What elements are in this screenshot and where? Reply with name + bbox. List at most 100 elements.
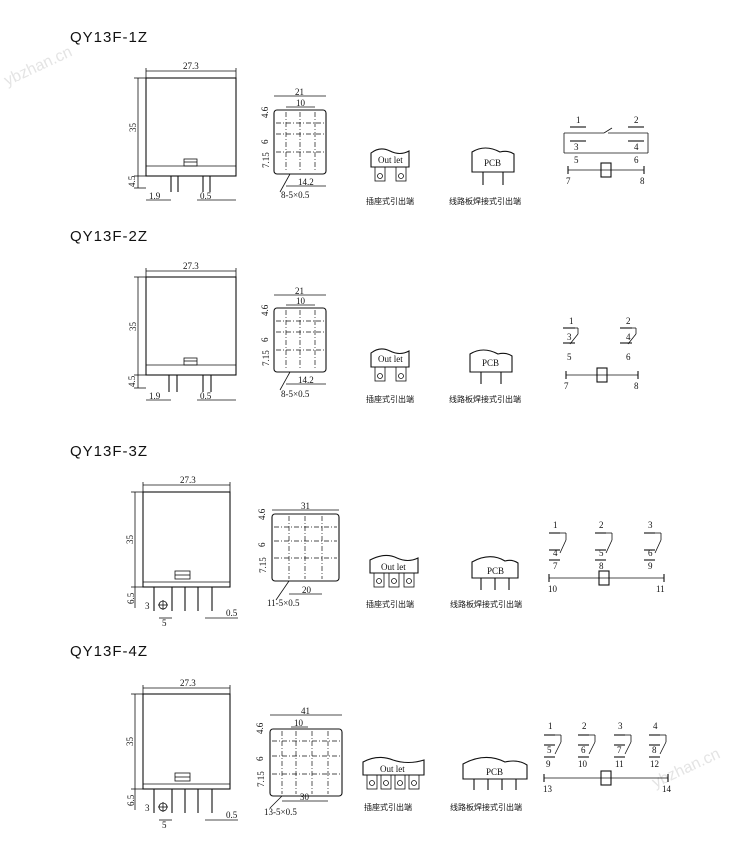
pin-label: 1 <box>548 721 553 731</box>
pcb-diagram: PCB 线路板焊接式引出端 <box>450 756 528 812</box>
dim-top-r2: 6 <box>260 139 270 144</box>
pcb-diagram: PCB 线路板焊接式引出端 <box>449 349 521 404</box>
top-view: 41 10 4.6 6 7.15 30 13-5×0.5 <box>255 706 343 817</box>
pcb-caption: 线路板焊接式引出端 <box>450 802 522 812</box>
outlet-caption: 插座式引出端 <box>366 394 414 404</box>
dim-bottom: 4.5 <box>127 375 137 387</box>
outlet-caption: 插座式引出端 <box>366 196 414 206</box>
section-3z-drawings: 27.3 35 6.5 3 5 0.5 31 <box>125 475 665 628</box>
dim-pin-offset: 3 <box>145 601 150 611</box>
pin-label: 3 <box>574 142 579 152</box>
pcb-label: PCB <box>487 566 504 576</box>
dim-width: 27.3 <box>183 61 199 71</box>
pin-label: 4 <box>653 721 658 731</box>
side-view: 27.3 35 6.5 3 5 0.5 <box>125 475 238 628</box>
dim-top-width: 31 <box>301 501 310 511</box>
pin-label: 2 <box>599 520 604 530</box>
dim-top-r1: 4.6 <box>260 304 270 316</box>
section-4z-drawings: 27.3 35 6.5 3 5 0.5 41 10 <box>125 678 672 830</box>
pin-label: 7 <box>553 561 558 571</box>
pin-label: 4 <box>626 332 631 342</box>
dim-side: 5 <box>162 820 167 830</box>
pin-label: 8 <box>634 381 639 391</box>
pin-label: 11 <box>656 584 665 594</box>
dim-pin-width: 0.5 <box>200 191 212 201</box>
dim-width: 27.3 <box>183 261 199 271</box>
dim-top-r1: 4.6 <box>255 722 265 734</box>
dim-width: 27.3 <box>180 475 196 485</box>
pin-label: 9 <box>546 759 551 769</box>
dim-top-r1: 4.6 <box>260 106 270 118</box>
pin-label: 3 <box>648 520 653 530</box>
pin-label: 1 <box>553 520 558 530</box>
dim-holes: 8-5×0.5 <box>281 389 310 399</box>
outlet-diagram: Out let 插座式引出端 <box>366 148 414 206</box>
dim-pin-offset: 3 <box>145 803 150 813</box>
pin-label: 5 <box>599 548 604 558</box>
dim-top-bottom: 14.2 <box>298 375 314 385</box>
pin-label: 8 <box>652 745 657 755</box>
dim-top-inner: 10 <box>296 296 306 306</box>
dim-width: 27.3 <box>180 678 196 688</box>
pin-label: 6 <box>648 548 653 558</box>
pcb-label: PCB <box>482 358 499 368</box>
pin-label: 6 <box>634 155 639 165</box>
dim-holes: 8-5×0.5 <box>281 190 310 200</box>
pin-label: 13 <box>543 784 553 794</box>
outlet-label: Out let <box>378 155 403 165</box>
pin-label: 7 <box>617 745 622 755</box>
pcb-caption: 线路板焊接式引出端 <box>450 599 522 609</box>
pcb-caption: 线路板焊接式引出端 <box>449 196 521 206</box>
pcb-caption: 线路板焊接式引出端 <box>449 394 521 404</box>
outlet-caption: 插座式引出端 <box>366 599 414 609</box>
dim-holes: 13-5×0.5 <box>264 807 297 817</box>
side-view: 27.3 35 4.5 1.9 0.5 <box>127 261 237 401</box>
dim-top-width: 41 <box>301 706 310 716</box>
dim-top-inner: 10 <box>294 718 304 728</box>
pin-label: 5 <box>574 155 579 165</box>
top-view: 21 10 4.6 6 7.15 14.2 8-5×0.5 <box>260 286 327 399</box>
pin-label: 10 <box>548 584 558 594</box>
dim-top-width: 21 <box>295 87 304 97</box>
dim-top-r3: 7.15 <box>261 350 271 366</box>
dim-top-bottom: 30 <box>300 792 310 802</box>
dim-height: 35 <box>125 535 135 545</box>
pin-label: 14 <box>662 784 672 794</box>
dim-top-bottom: 20 <box>302 585 312 595</box>
dim-top-r3: 7.15 <box>258 557 268 573</box>
section-title-4z: QY13F-4Z <box>70 643 149 660</box>
outlet-label: Out let <box>381 562 406 572</box>
dim-bottom: 4.5 <box>127 175 137 187</box>
outlet-diagram: Out let 插座式引出端 <box>366 348 414 404</box>
pin-label: 2 <box>626 316 631 326</box>
outlet-diagram: Out let 插座式引出端 <box>366 554 419 609</box>
pin-label: 8 <box>640 176 645 186</box>
pcb-label: PCB <box>484 158 501 168</box>
dim-holes: 11-5×0.5 <box>267 598 300 608</box>
section-title-2z: QY13F-2Z <box>70 228 149 245</box>
pin-label: 9 <box>648 561 653 571</box>
section-2z-drawings: 27.3 35 4.5 1.9 0.5 21 10 <box>127 261 639 404</box>
pin-label: 6 <box>626 352 631 362</box>
dim-pin-width: 0.5 <box>200 391 212 401</box>
dim-top-r3: 7.15 <box>256 771 266 787</box>
dim-top-r3: 7.15 <box>261 152 271 168</box>
dim-top-r2: 6 <box>255 756 265 761</box>
section-title-1z: QY13F-1Z <box>70 29 149 46</box>
pin-label: 5 <box>547 745 552 755</box>
side-view: 27.3 35 4.5 1.9 0.5 <box>127 61 237 201</box>
schematic: 1 2 3 4 5 6 7 8 9 10 11 12 13 14 <box>543 721 672 794</box>
pin-label: 4 <box>634 142 639 152</box>
dim-pin-width: 0.5 <box>226 810 238 820</box>
pin-label: 8 <box>599 561 604 571</box>
pcb-diagram: PCB 线路板焊接式引出端 <box>450 556 522 609</box>
dim-pin-offset: 1.9 <box>149 191 161 201</box>
pin-label: 7 <box>566 176 571 186</box>
pcb-label: PCB <box>486 767 503 777</box>
dim-pin-width: 0.5 <box>226 608 238 618</box>
outlet-label: Out let <box>380 764 405 774</box>
schematic: 1 2 3 4 5 6 7 8 <box>563 316 639 391</box>
schematic: 1 2 3 4 5 6 7 8 9 10 11 <box>548 520 665 594</box>
outlet-caption: 插座式引出端 <box>364 802 412 812</box>
pin-label: 6 <box>581 745 586 755</box>
